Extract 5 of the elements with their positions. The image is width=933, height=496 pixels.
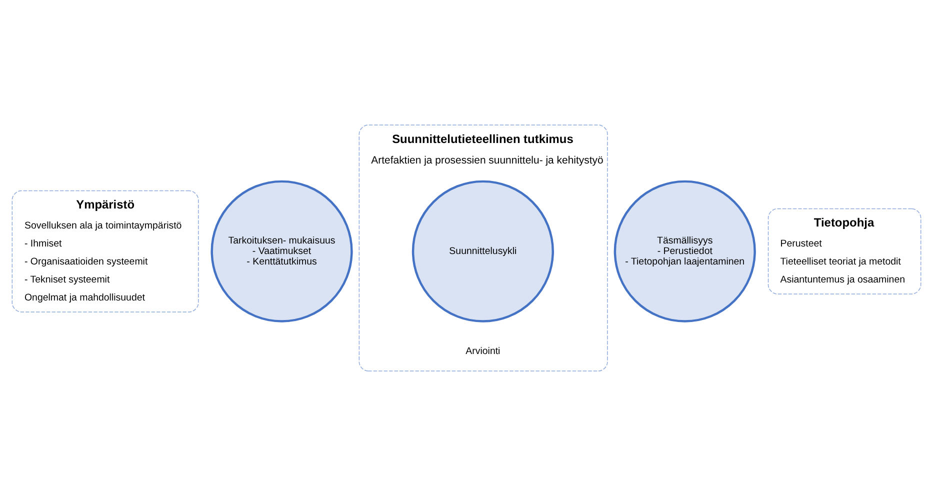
node-box: Tietopohja Perusteet Tieteelliset teoriat ja metodit Asiantuntemus ja osaaminen — [768, 208, 922, 294]
node-box: Ympäristö Sovelluksen ala ja toimintaympäristö - Ihmiset - Organisaatioiden systeemit - Tekniset systeemit Ongelmat ja mahdollisuudet — [12, 190, 199, 312]
node-circle: Tarkoituksen- mukaisuus - Vaatimukset - Kenttätutkimus — [210, 180, 353, 322]
node-circle: Suunnittelusykli — [412, 180, 554, 322]
node-circle: Täsmällisyys - Perustiedot - Tietopohjan laajentaminen — [614, 180, 756, 322]
